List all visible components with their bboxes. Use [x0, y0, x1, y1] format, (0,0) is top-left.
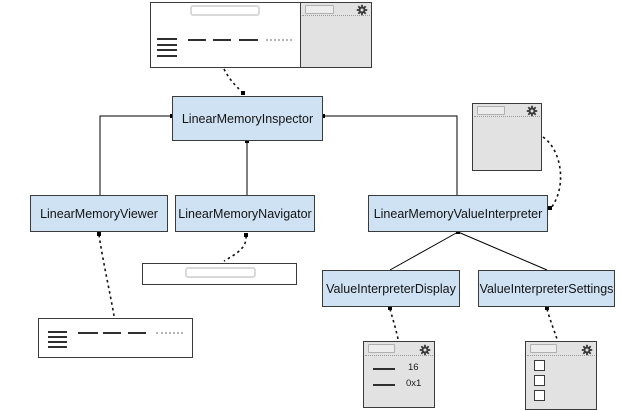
- endpoint-marker: [244, 233, 248, 237]
- node-linear-memory-viewer: LinearMemoryViewer: [30, 195, 168, 232]
- endpoint-marker: [245, 139, 249, 143]
- address-input[interactable]: [185, 267, 256, 278]
- value-text: 0x1: [406, 378, 422, 389]
- interpreter-pane: [300, 3, 371, 67]
- inspector-screenshot-window: [150, 2, 372, 68]
- gear-icon[interactable]: [356, 4, 368, 16]
- endpoint-marker: [388, 306, 392, 310]
- ascii-column-sketch: [266, 39, 292, 41]
- edge-interpreter-settings: [457, 231, 548, 271]
- hex-bytes-sketch: [213, 39, 231, 41]
- hex-bytes-sketch: [128, 332, 146, 334]
- endpoint-marker: [241, 91, 245, 95]
- memory-rows-sketch: [48, 346, 67, 348]
- settings-checkbox[interactable]: [534, 390, 545, 401]
- hex-bytes-sketch: [103, 332, 121, 334]
- memory-rows-sketch: [157, 43, 177, 46]
- pane-input[interactable]: [530, 344, 557, 353]
- address-input[interactable]: [190, 5, 260, 16]
- display-screenshot-window: 16 0x1: [363, 341, 435, 408]
- endpoint-marker: [456, 230, 460, 234]
- endpoint-marker: [321, 114, 325, 118]
- edge-inspector-value-interpreter: [323, 115, 458, 195]
- memory-rows-sketch: [48, 331, 67, 333]
- node-label: ValueInterpreterDisplay: [326, 281, 456, 296]
- titlebar-divider: [527, 355, 595, 356]
- value-text: 16: [408, 362, 419, 373]
- interpreter-screenshot-window: [472, 103, 542, 171]
- node-label: LinearMemoryViewer: [40, 206, 158, 221]
- gear-icon[interactable]: [581, 344, 593, 356]
- node-label: LinearMemoryValueInterpreter: [373, 206, 543, 221]
- memory-rows-sketch: [157, 49, 177, 51]
- pane-input[interactable]: [477, 106, 505, 115]
- node-label: LinearMemoryInspector: [181, 111, 314, 126]
- memory-rows-sketch: [157, 38, 177, 40]
- node-value-interpreter-settings: ValueInterpreterSettings: [478, 270, 615, 307]
- node-linear-memory-navigator: LinearMemoryNavigator: [175, 195, 315, 232]
- hex-bytes-sketch: [188, 39, 206, 41]
- hex-bytes-sketch: [239, 39, 258, 41]
- endpoint-marker: [548, 206, 552, 210]
- node-label: LinearMemoryNavigator: [178, 206, 312, 221]
- node-value-interpreter-display: ValueInterpreterDisplay: [322, 270, 460, 307]
- titlebar-divider: [302, 15, 370, 16]
- settings-screenshot-window: [525, 341, 597, 410]
- edge-interpreter-display: [389, 231, 459, 271]
- edge-interpreter-mockup: [542, 136, 562, 209]
- memory-rows-sketch: [157, 54, 177, 57]
- edge-viewer-screenshot: [98, 234, 115, 317]
- edge-inspector-viewer: [99, 115, 172, 195]
- ascii-column-sketch: [156, 332, 183, 334]
- viewer-screenshot-window: [38, 318, 193, 358]
- titlebar-divider: [365, 355, 433, 356]
- endpoint-marker: [545, 306, 549, 310]
- node-linear-memory-value-interpreter: LinearMemoryValueInterpreter: [368, 195, 548, 232]
- titlebar-divider: [474, 116, 540, 117]
- gear-icon[interactable]: [419, 344, 431, 356]
- edge-display-screenshot: [389, 308, 399, 340]
- settings-checkbox[interactable]: [534, 375, 545, 386]
- pane-input[interactable]: [305, 5, 334, 14]
- gear-icon[interactable]: [526, 105, 538, 117]
- node-label: ValueInterpreterSettings: [479, 281, 614, 296]
- memory-rows-sketch: [48, 341, 67, 343]
- edge-settings-screenshot: [546, 308, 558, 340]
- navigator-screenshot-window: [142, 263, 297, 285]
- pane-input[interactable]: [368, 344, 395, 353]
- hex-bytes-sketch: [78, 332, 98, 334]
- value-type-sketch: [373, 368, 395, 370]
- edge-navigator-screenshot: [223, 235, 247, 262]
- memory-rows-sketch: [48, 336, 67, 338]
- endpoint-marker: [97, 232, 101, 236]
- settings-checkbox[interactable]: [534, 360, 545, 371]
- value-type-sketch: [373, 384, 395, 386]
- edge-inspector-screenshot: [223, 68, 244, 94]
- node-linear-memory-inspector: LinearMemoryInspector: [172, 96, 323, 141]
